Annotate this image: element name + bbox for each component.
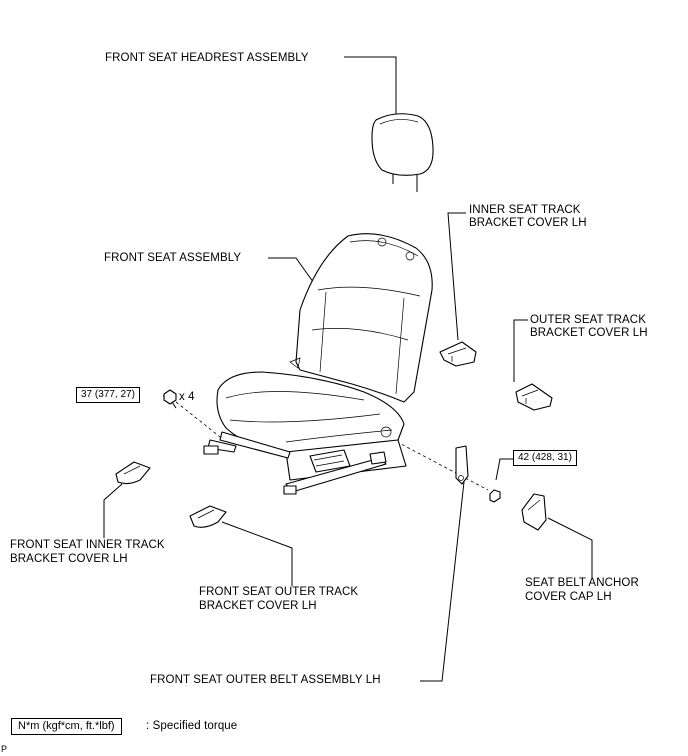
label-front-outer-line2: BRACKET COVER LH <box>199 600 317 612</box>
label-front-outer-line1: FRONT SEAT OUTER TRACK <box>199 586 359 598</box>
outer-cover-leader <box>513 319 528 382</box>
bolt-dashed-line <box>175 401 225 441</box>
label-front-inner-line1: FRONT SEAT INNER TRACK <box>10 539 165 551</box>
front-outer-cover-part <box>189 505 227 528</box>
label-front-inner-line2: BRACKET COVER LH <box>10 553 128 565</box>
nut-torque-box: 42 (428, 31) <box>513 450 577 466</box>
anchor-cap-leader <box>547 517 593 578</box>
front-inner-leader <box>103 483 123 538</box>
label-seat: FRONT SEAT ASSEMBLY <box>104 252 242 264</box>
bolt-torque-box: 37 (377, 27) <box>76 387 140 403</box>
legend-text: : Specified torque <box>146 720 238 732</box>
outer-belt-leader <box>420 481 465 682</box>
label-outer-belt: FRONT SEAT OUTER BELT ASSEMBLY LH <box>150 674 381 686</box>
label-anchor-cap-line1: SEAT BELT ANCHOR <box>525 577 639 589</box>
outer-belt-part <box>455 445 469 485</box>
corner-mark: P <box>1 744 8 754</box>
headrest-leader <box>344 56 397 118</box>
label-inner-cover-line1: INNER SEAT TRACK <box>469 204 581 216</box>
seat-part <box>203 233 433 495</box>
headrest-part <box>371 113 434 192</box>
bolt-part <box>163 389 177 409</box>
seat-leader <box>268 257 317 287</box>
inner-seat-track-cover-part <box>439 341 477 367</box>
bolt-quantity: x 4 <box>179 391 195 403</box>
inner-cover-leader <box>447 212 466 341</box>
label-outer-cover-line2: BRACKET COVER LH <box>530 327 648 339</box>
front-outer-leader <box>221 521 293 586</box>
outer-seat-track-cover-part <box>515 383 553 411</box>
nut-torque-leader <box>495 458 516 481</box>
label-inner-cover-line2: BRACKET COVER LH <box>469 217 587 229</box>
label-outer-cover-line1: OUTER SEAT TRACK <box>530 314 646 326</box>
label-headrest: FRONT SEAT HEADREST ASSEMBLY <box>105 52 309 64</box>
nut-dashed-line <box>385 435 489 491</box>
front-inner-cover-part <box>115 461 151 485</box>
label-anchor-cap-line2: COVER CAP LH <box>525 591 612 603</box>
anchor-cover-cap-part <box>521 493 547 531</box>
nut-part <box>489 489 501 503</box>
legend-torque-box: N*m (kgf*cm, ft.*lbf) <box>11 718 122 735</box>
